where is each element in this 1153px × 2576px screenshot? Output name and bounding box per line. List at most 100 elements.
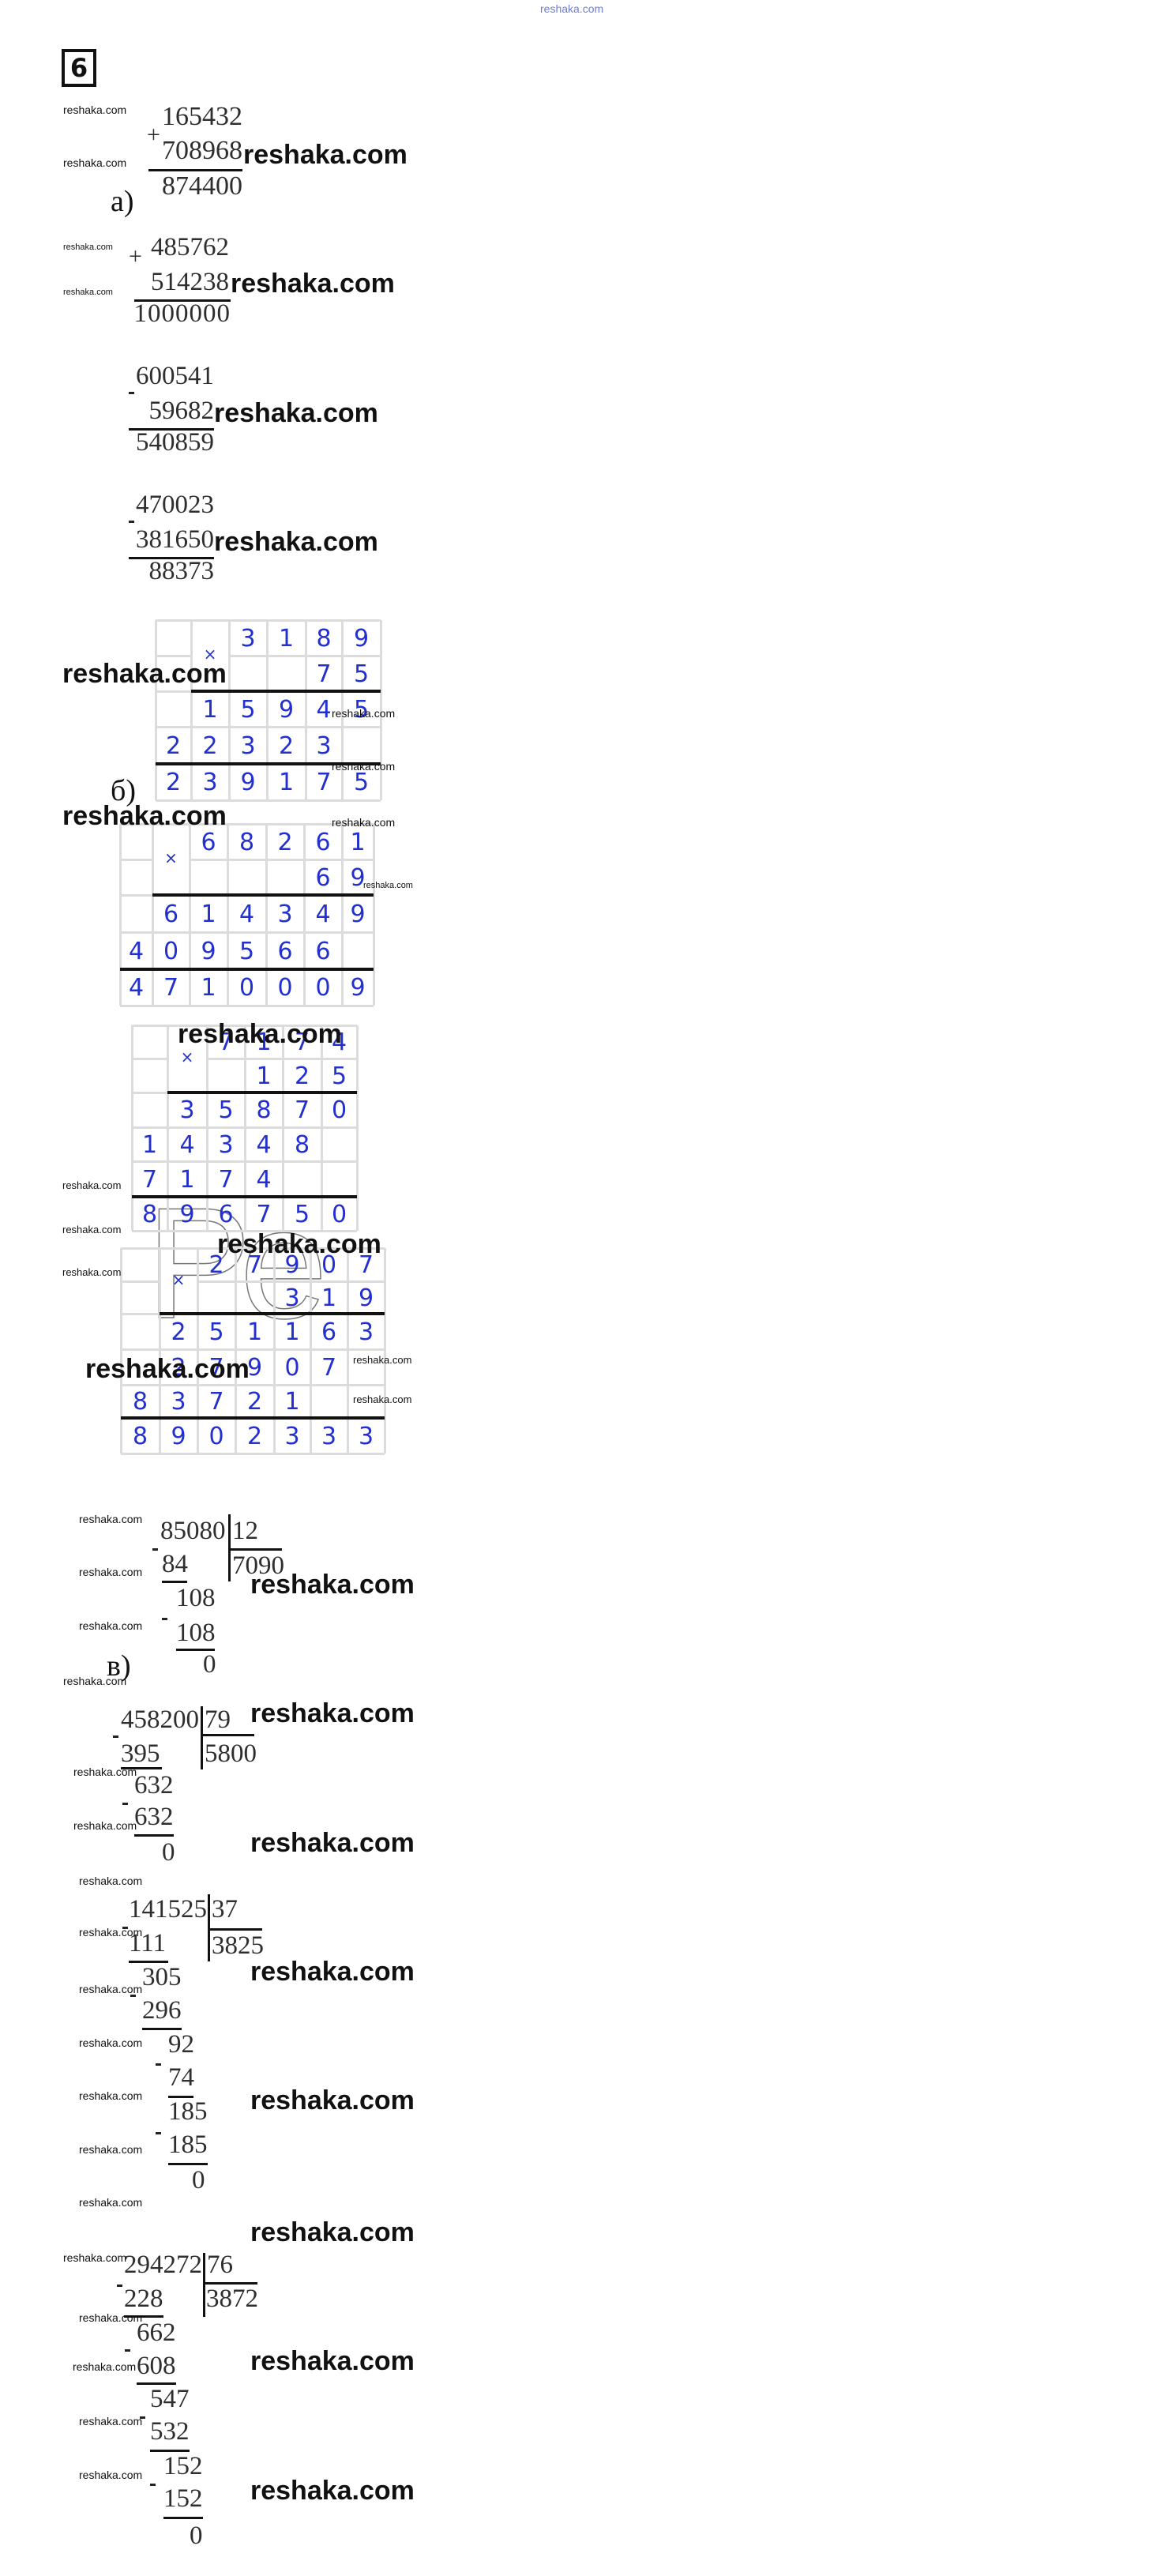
grid-digit: 3 (202, 769, 218, 796)
grid-digit: 6 (315, 937, 331, 965)
quotient: 7090 (232, 1551, 284, 1580)
grid-digit: 8 (132, 1388, 148, 1416)
plus-sign: + (147, 122, 160, 148)
grid-digit: 9 (240, 769, 256, 796)
grid-digit: 2 (171, 1318, 186, 1346)
minus-sign (122, 1803, 128, 1805)
addend-2: 514238 (151, 268, 229, 296)
grid-digit: 6 (315, 828, 331, 856)
step-line (150, 2450, 190, 2452)
minuend: 600541 (136, 362, 214, 390)
watermark-small: reshaka.com (332, 760, 396, 773)
grid-line (121, 1280, 160, 1283)
watermark-small: reshaka.com (79, 1566, 143, 1578)
grid-digit: 1 (278, 769, 295, 796)
grid-digit: 6 (218, 1200, 234, 1228)
step: 395 (121, 1739, 160, 1768)
grid-digit: 8 (316, 624, 332, 652)
watermark-small: reshaka.com (73, 1766, 137, 1778)
grid-digit: 7 (246, 1251, 263, 1279)
grid-digit: 5 (353, 695, 370, 724)
step: 111 (129, 1929, 167, 1957)
grid-digit: 7 (294, 1096, 310, 1124)
grid-digit: 9 (350, 863, 366, 892)
quotient-line (201, 1734, 254, 1736)
grid-digit: 9 (358, 1284, 374, 1312)
grid-digit: 4 (238, 900, 255, 928)
grid-line (132, 1160, 357, 1163)
grid-digit: 9 (353, 624, 370, 652)
grid-digit: 7 (218, 1029, 234, 1056)
grid-line (310, 1248, 312, 1453)
step: 92 (168, 2030, 194, 2059)
grid-digit: 7 (321, 1353, 337, 1382)
grid-digit: 3 (358, 1318, 374, 1346)
step: 152 (163, 2452, 203, 2480)
grid-line (190, 620, 193, 800)
grid-thick-line (120, 968, 374, 971)
grid-digit: 2 (165, 731, 182, 760)
grid-digit: 2 (171, 1353, 186, 1382)
grid-digit: 0 (321, 1251, 337, 1279)
dividend: 85080 (160, 1517, 226, 1545)
multiply-sign: × (180, 1047, 194, 1066)
watermark-small: reshaka.com (79, 2036, 143, 2049)
step-line (163, 2517, 203, 2519)
grid-digit: 6 (321, 1318, 337, 1346)
grid-digit: 9 (246, 1353, 263, 1382)
grid-digit: 4 (331, 1029, 347, 1056)
dividend: 141525 (129, 1895, 207, 1924)
minus-sign (150, 2484, 156, 2486)
plus-sign: + (129, 243, 142, 269)
grid-line (305, 620, 307, 800)
addend-2: 708968 (162, 136, 242, 165)
division-bar (208, 1894, 210, 1961)
grid-digit: 3 (316, 731, 332, 760)
watermark-small: reshaka.com (363, 881, 413, 890)
multiply-sign: × (203, 645, 217, 664)
grid-thick-line (132, 1195, 357, 1198)
grid-line (197, 1280, 385, 1283)
watermark-small: reshaka.com (63, 156, 127, 169)
minus-sign (140, 2416, 145, 2419)
grid-digit: 5 (238, 937, 255, 965)
watermark-small: reshaka.com (62, 1224, 122, 1235)
watermark-large: reshaka.com (62, 801, 227, 831)
grid-digit: 0 (238, 974, 255, 1002)
minus-sign (129, 392, 134, 394)
grid-thick-line (160, 1312, 385, 1315)
grid-line (159, 1248, 161, 1453)
dividend: 294272 (124, 2251, 202, 2279)
grid-line (228, 620, 231, 800)
quotient-line (208, 1928, 262, 1931)
minus-sign (129, 521, 134, 523)
sum-line (148, 169, 242, 171)
problem-number: 6 (62, 49, 96, 87)
grid-digit: 1 (256, 1029, 272, 1056)
division-bar (203, 2253, 205, 2317)
grid-digit: 3 (240, 624, 256, 652)
watermark-small: reshaka.com (63, 103, 127, 116)
step-line (168, 2096, 193, 2098)
grid-line (273, 1248, 276, 1453)
grid-digit: 6 (201, 828, 216, 856)
grid-line (120, 931, 374, 934)
minus-sign (162, 1618, 167, 1620)
grid-line (303, 824, 306, 1006)
grid-line (156, 619, 381, 622)
grid-digit: 2 (208, 1251, 224, 1279)
watermark-small: reshaka.com (73, 2360, 137, 2373)
grid-digit: 0 (277, 974, 293, 1002)
minus-sign (130, 1995, 136, 1997)
grid-line (347, 1248, 349, 1453)
watermark-large: reshaka.com (243, 140, 407, 170)
watermark-small: reshaka.com (79, 2469, 143, 2481)
step: 108 (176, 1619, 216, 1647)
grid-thick-line (167, 1091, 357, 1094)
part-label-b: б) (111, 774, 136, 807)
header-watermark[interactable]: reshaka.com (540, 2, 604, 15)
watermark-large: reshaka.com (85, 1354, 250, 1384)
grid-line (227, 824, 229, 1006)
quotient: 3872 (206, 2285, 258, 2313)
